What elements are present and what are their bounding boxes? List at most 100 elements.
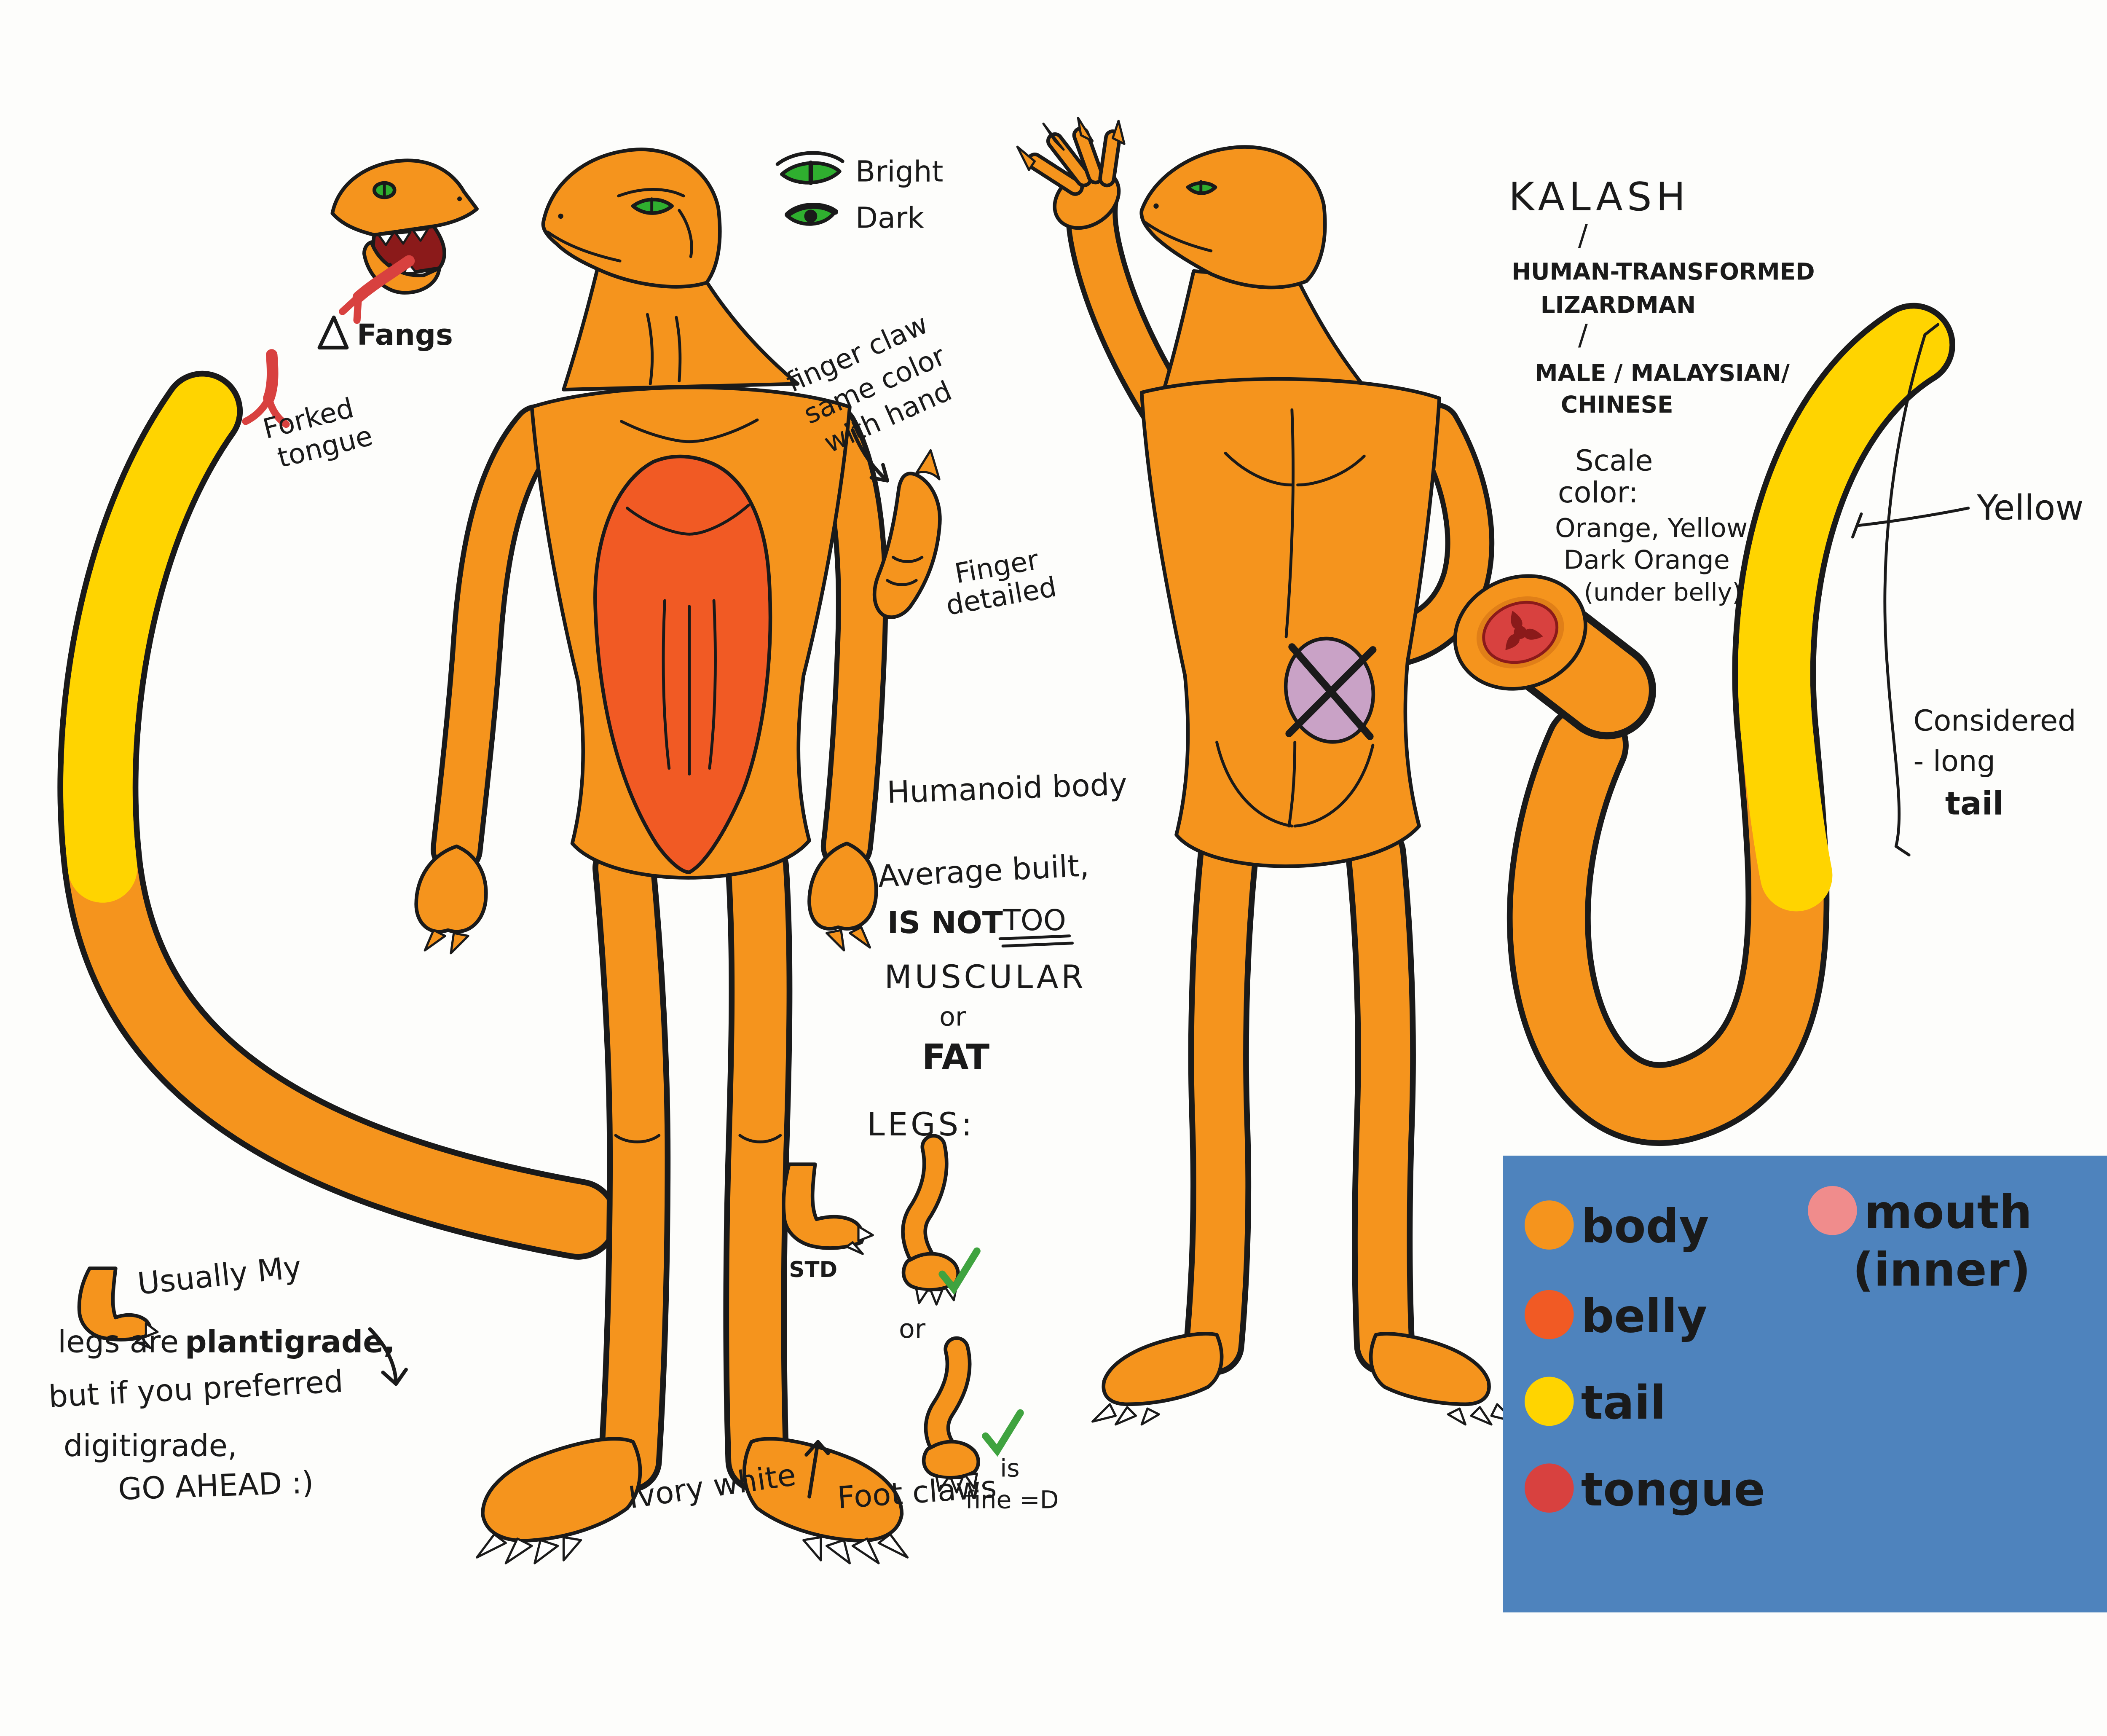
legend-label-belly: belly [1581, 1289, 1708, 1343]
legs-heading: LEGS: [867, 1106, 975, 1143]
yellow-pointer-line [1857, 507, 1970, 527]
legend-background [1503, 1155, 2107, 1613]
legend-label-mouth: mouth [1864, 1185, 2032, 1239]
tail-length-bracket [1883, 333, 1927, 848]
fangs-label: Fangs [357, 318, 453, 352]
identity-line-2: LIZARDMAN [1541, 292, 1696, 319]
color-legend: body mouth (inner) belly tail tongue [1503, 1155, 2107, 1613]
front-view-figure [414, 148, 909, 1564]
nostril [558, 213, 563, 219]
character-name: KALASH [1509, 174, 1690, 220]
bright-eye-icon [775, 151, 844, 185]
scale-color-line-1: Orange, Yellow, [1555, 513, 1756, 543]
legend-label-tail: tail [1581, 1376, 1666, 1430]
plantigrade-note: Usually My legs are plantigrade, but if … [48, 1249, 408, 1507]
head-detail-drawing [330, 158, 479, 324]
legend-swatch-tail [1524, 1376, 1574, 1426]
back-muscle-lines [1215, 408, 1375, 828]
identity-block: KALASH / HUMAN-TRANSFORMED LIZARDMAN / M… [1509, 174, 1815, 418]
dark-label: Dark [855, 201, 924, 235]
arrow-to-finger-icon [851, 428, 889, 483]
forked-tongue-icon [242, 349, 290, 428]
arrow-down-right-icon [368, 1327, 408, 1386]
scale-color-block: Scale color: Orange, Yellow, Dark Orange… [1555, 444, 1756, 606]
tail-cross-section [1453, 574, 1587, 691]
eye-key: Bright Dark [775, 151, 943, 235]
identity-line-3: MALE / MALAYSIAN/ [1535, 360, 1790, 386]
front-right-foot [743, 1437, 909, 1564]
legend-label-body: body [1581, 1199, 1709, 1253]
foot-claws-white [476, 1533, 582, 1564]
legend-label-mouth-inner: (inner) [1852, 1243, 2031, 1297]
identity-line-4: CHINESE [1561, 391, 1673, 418]
note-average-built: Average built, [877, 848, 1090, 894]
scale-color-head-2: color: [1558, 476, 1638, 510]
fang-icon [317, 315, 349, 350]
tail-notes: Yellow Considered - long tail [1851, 323, 2084, 857]
identity-sep-2: / [1578, 318, 1588, 352]
hanging-tongue [339, 255, 415, 324]
dark-eye-icon [785, 203, 839, 226]
tail-yellow-section [63, 376, 237, 903]
std-label: STD [789, 1257, 837, 1283]
yellow-label: Yellow [1976, 488, 2083, 528]
identity-line-1: HUMAN-TRANSFORMED [1512, 258, 1815, 285]
front-right-hand [807, 841, 878, 952]
scale-color-line-2: Dark Orange [1564, 545, 1730, 575]
back-left-foot [1091, 1332, 1224, 1426]
plantigrade-line-2b: plantigrade, [185, 1324, 395, 1359]
legend-swatch-body [1524, 1200, 1574, 1250]
front-head [541, 148, 722, 289]
plantigrade-line-2a: legs are [58, 1324, 179, 1359]
scale-color-head-1: Scale [1575, 444, 1653, 478]
digitigrade-leg-drawing-2 [922, 1336, 980, 1494]
fine-label-1: is [1000, 1454, 1020, 1482]
note-humanoid-body: Humanoid body [886, 766, 1128, 810]
front-left-foot [476, 1437, 642, 1564]
legend-swatch-belly [1524, 1290, 1574, 1339]
legs-key: LEGS: STD or is fine =D [782, 1106, 1059, 1514]
identity-sep-1: / [1578, 218, 1588, 252]
tongue-key: Forked tongue Fangs [242, 315, 453, 474]
check-icon [982, 1409, 1024, 1457]
belly-patch [593, 454, 772, 875]
legs-or: or [899, 1314, 926, 1344]
plantigrade-line-4: digitigrade, [64, 1428, 237, 1463]
front-tail-drawing [57, 370, 619, 1260]
small-foot-icon [77, 1266, 159, 1349]
hand-claws [1016, 117, 1126, 171]
fine-label-2: fine =D [965, 1486, 1059, 1514]
front-muscle-lines [614, 418, 782, 1143]
cross-section-emblem [1505, 610, 1543, 650]
plantigrade-line-3: but if you preferred [48, 1363, 344, 1414]
legend-swatch-tongue [1524, 1463, 1574, 1513]
severed-tail-drawing [1453, 303, 1955, 1146]
front-left-hand [414, 844, 488, 955]
tail-yellow-section [1738, 309, 1950, 912]
legend-swatch-mouth [1808, 1186, 1857, 1235]
butt-patch-crossed [1284, 636, 1377, 744]
note-fat: FAT [922, 1037, 989, 1077]
finger-drawing [872, 449, 942, 619]
build-notes: Humanoid body Average built, IS NOT TOO … [877, 766, 1128, 1077]
scale-color-line-3: (under belly) [1584, 578, 1742, 606]
tail-note-line-1: Considered [1913, 704, 2076, 738]
legend-label-tongue: tongue [1581, 1462, 1765, 1516]
foot-claws-white [802, 1533, 909, 1564]
note-too: TOO [1003, 904, 1066, 937]
back-raised-hand [1016, 117, 1126, 230]
std-foot-drawing [782, 1162, 874, 1255]
digitigrade-leg-drawing-1 [901, 1134, 960, 1306]
note-or: or [939, 1001, 966, 1032]
back-head [1139, 145, 1327, 290]
front-neck [562, 263, 800, 392]
bright-label: Bright [855, 155, 943, 189]
note-muscular: MUSCULAR [885, 958, 1086, 995]
check-icon [938, 1247, 981, 1295]
back-right-foot [1369, 1332, 1516, 1426]
plantigrade-line-5: GO AHEAD :) [118, 1465, 314, 1507]
tail-note-line-2: - long [1913, 745, 1995, 778]
plantigrade-line-1: Usually My [136, 1249, 303, 1301]
